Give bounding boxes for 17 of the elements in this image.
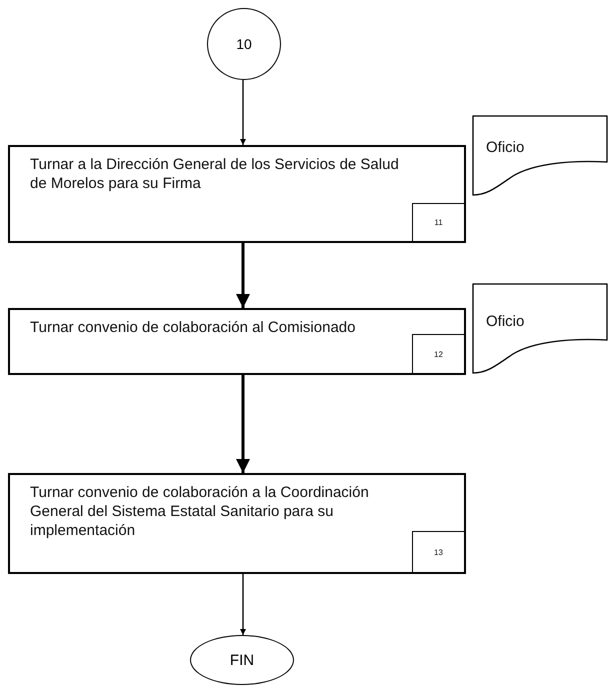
process-box [8,473,466,574]
arrow [236,243,250,308]
process-box [8,145,466,243]
process-box [8,308,466,375]
step-number: 13 [412,531,464,572]
document-label: Oficio [486,139,524,156]
node-text: Turnar convenio de colaboración al Comisionado [30,319,356,336]
document-label: Oficio [486,313,524,330]
arrow [240,574,246,635]
arrow [240,80,246,145]
step-number: 12 [412,334,464,373]
arrow [236,375,250,473]
node-text: FIN [230,652,254,668]
node-text: Turnar a la Dirección General de los Servicios de Salud de Morelos para su Firma [30,156,399,192]
node-text: Turnar convenio de colaboración a la Coordinación General del Sistema Estatal Sanitario para su implementación [30,484,369,539]
step-number: 11 [412,203,464,241]
node-text: 10 [236,36,252,52]
